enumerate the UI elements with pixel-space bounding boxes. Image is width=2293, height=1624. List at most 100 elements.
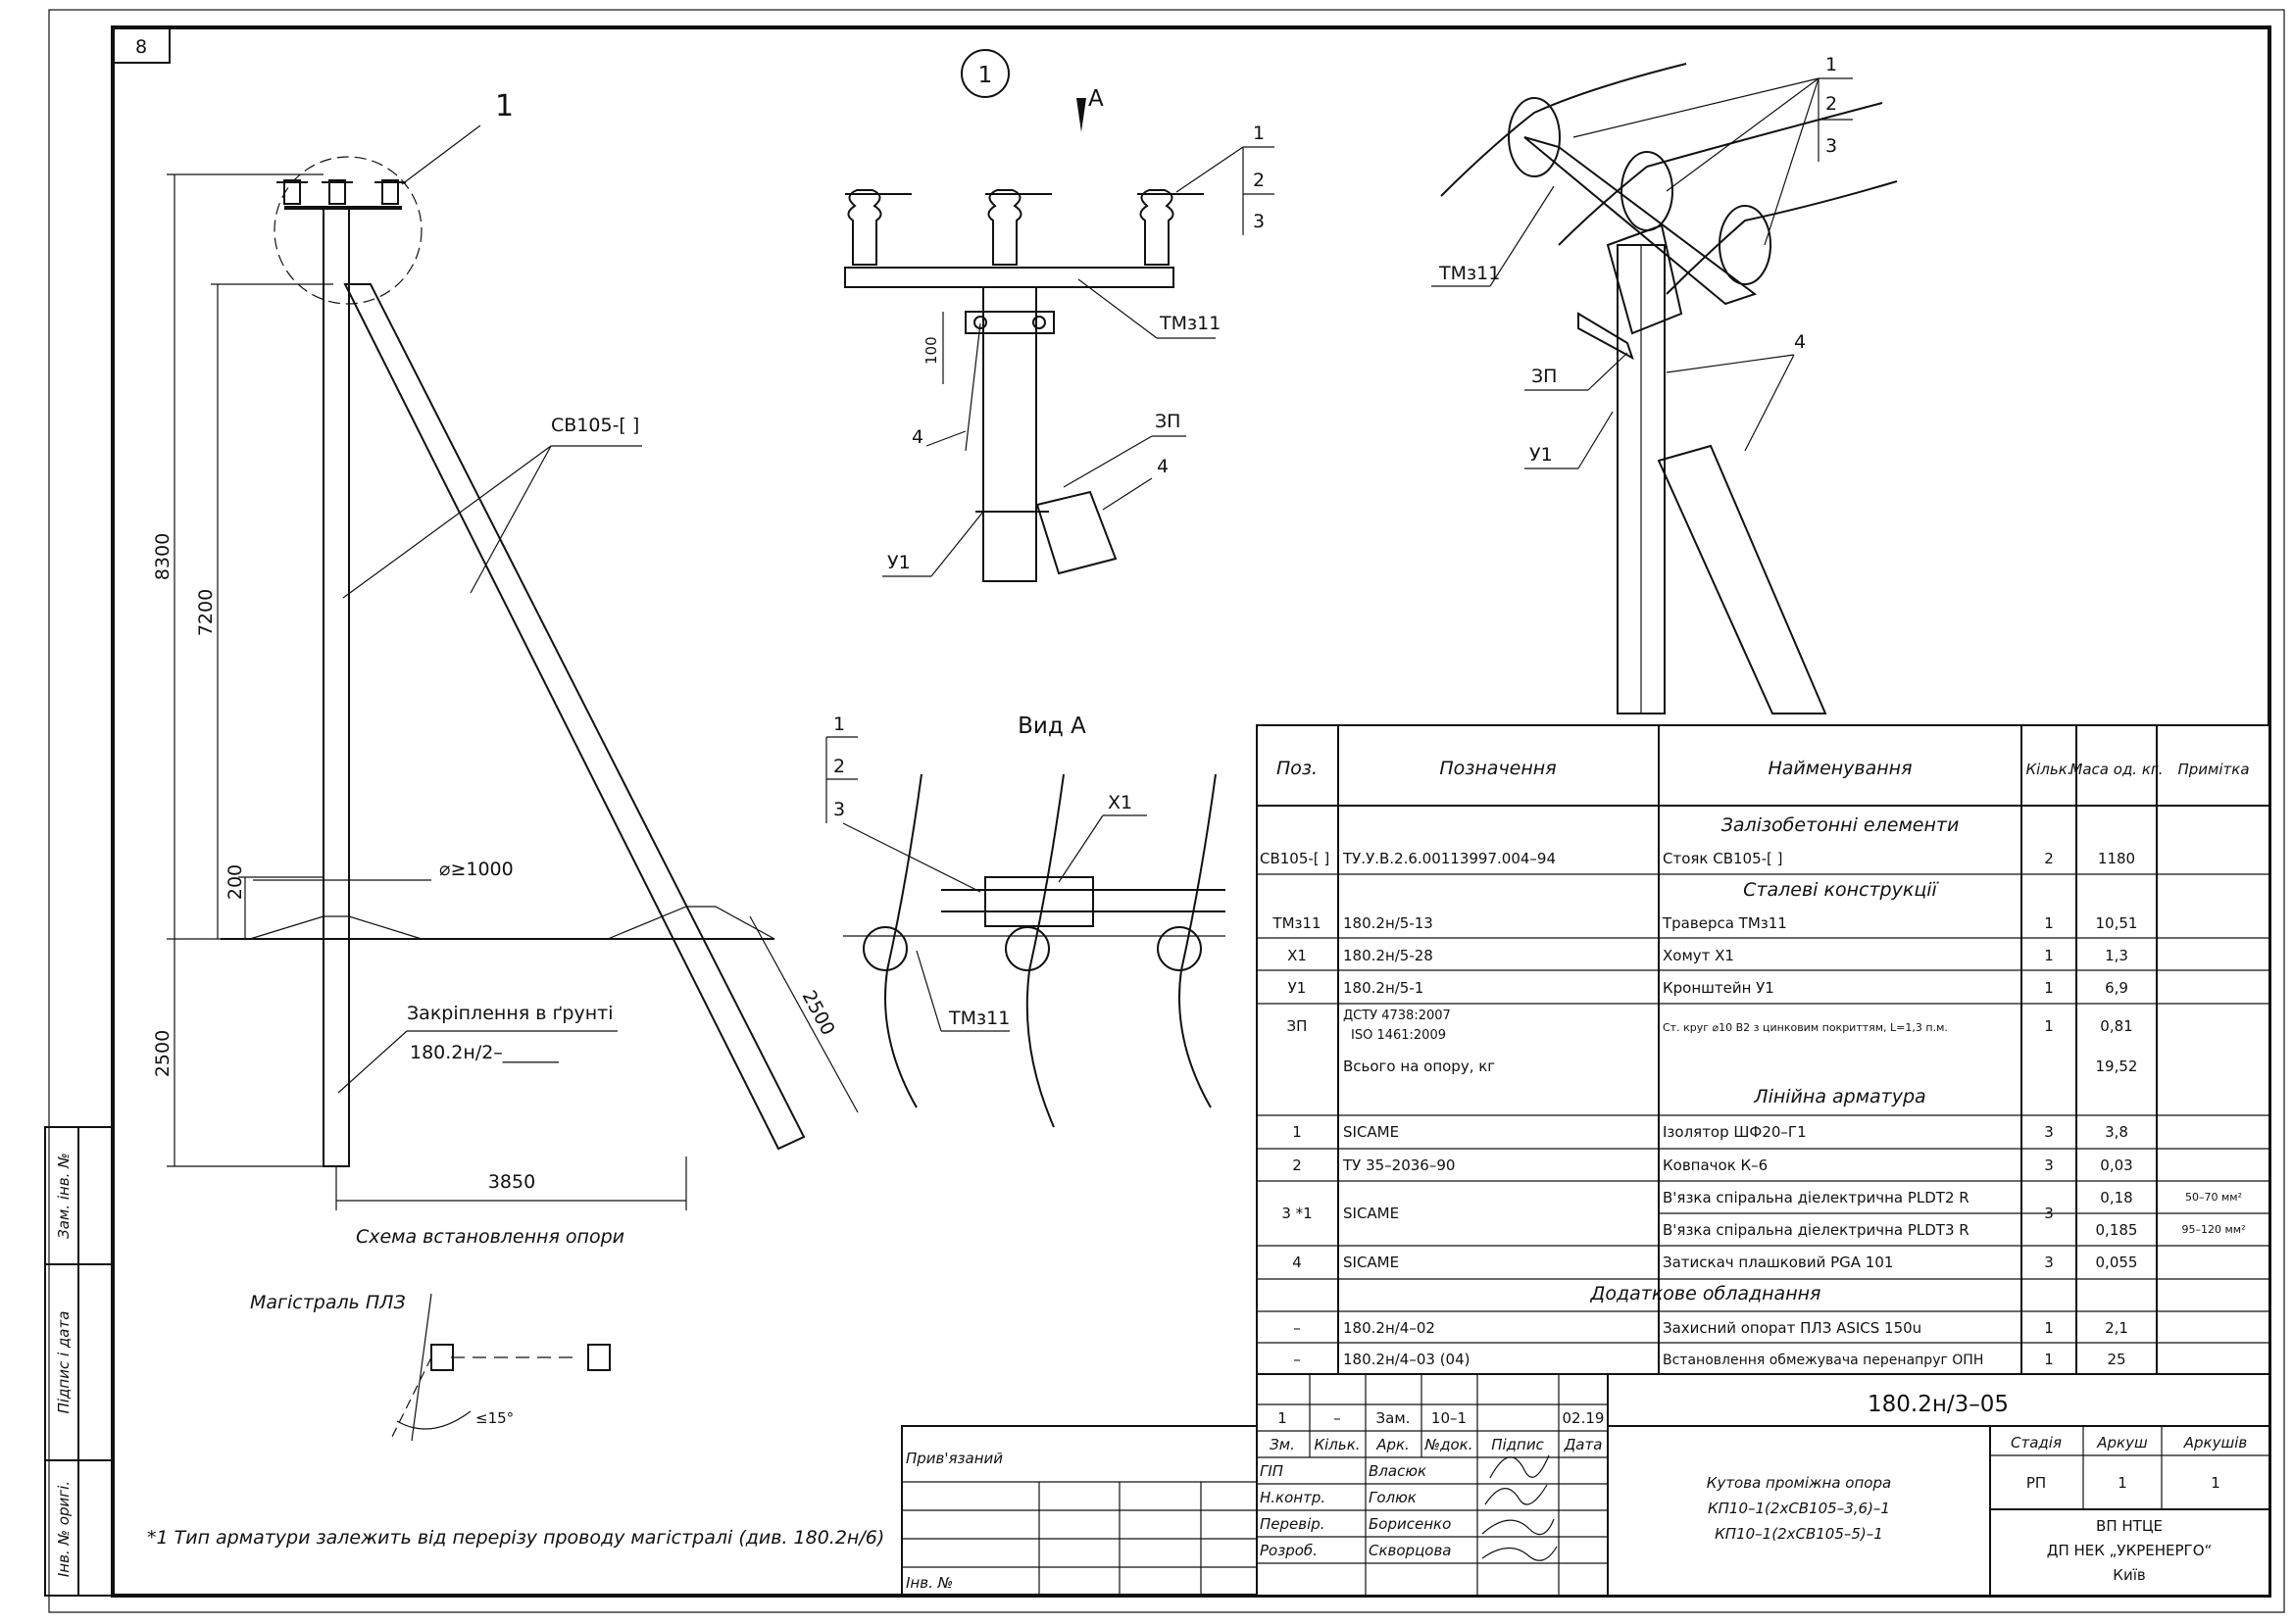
stamp-header-rev: Зм. <box>1270 1436 1295 1453</box>
sheets-header: Аркушів <box>2183 1434 2248 1452</box>
spec-row-6-code: SICAME <box>1343 1123 1399 1141</box>
spec-header-mass: Маса од. кг. <box>2069 761 2163 778</box>
spec-row-1-code: 180.2н/5-13 <box>1343 914 1433 932</box>
side-label-sign-date: Підпис і дата <box>55 1311 73 1414</box>
spec-row-2-name: Хомут Х1 <box>1663 947 1734 964</box>
detail-label-rod: ЗП <box>1155 411 1180 432</box>
spec-row-7-qty: 3 <box>2044 1156 2054 1174</box>
spec-row-11-pos: – <box>1293 1319 1301 1337</box>
spec-row-11-name: Захисний опорат ПЛЗ ASICS 150u <box>1663 1319 1921 1337</box>
spec-section-steel: Сталеві конструкції <box>1743 879 1939 901</box>
dim-2500-strut: 2500 <box>798 987 839 1039</box>
role-checked: Перевір. <box>1260 1515 1325 1533</box>
dim-2500-vertical: 2500 <box>152 1030 174 1077</box>
spec-row-6-mass: 3,8 <box>2105 1123 2128 1141</box>
spec-row-5-mass: 19,52 <box>2096 1058 2138 1075</box>
iso-label-traverse: ТМз11 <box>1438 263 1500 284</box>
spec-row-1-qty: 1 <box>2044 914 2054 932</box>
iso-label-clamp: 4 <box>1794 331 1806 353</box>
side-label-orig-inv: Інв. № оригі. <box>55 1481 73 1577</box>
spec-row-11-code: 180.2н/4–02 <box>1343 1319 1435 1337</box>
spec-row-8-note: 50–70 мм² <box>2185 1191 2242 1204</box>
name-checked: Борисенко <box>1369 1515 1451 1533</box>
spec-row-0-pos: СВ105-[ ] <box>1260 850 1329 867</box>
dim-7200: 7200 <box>195 589 217 636</box>
name-norm-control: Голюк <box>1369 1489 1417 1506</box>
sheet-value: 1 <box>2118 1474 2127 1492</box>
stamp-header-sign: Підпис <box>1491 1436 1544 1453</box>
spec-row-4-code: ДСТУ 4738:2007 <box>1343 1009 1451 1023</box>
spec-header-pos: Поз. <box>1276 758 1318 779</box>
tied-label: Прив'язаний <box>906 1450 1003 1467</box>
spec-row-1-pos: ТМз11 <box>1271 914 1321 932</box>
spec-row-12-qty: 1 <box>2044 1351 2054 1368</box>
view-a-label-3: 3 <box>833 799 845 820</box>
stage-value: РП <box>2026 1474 2046 1492</box>
angle-label: ≤15° <box>475 1409 514 1427</box>
detail-callout: 1 <box>978 63 993 88</box>
spec-row-4-qty: 1 <box>2044 1017 2054 1035</box>
name-chief-engineer: Власюк <box>1369 1462 1426 1480</box>
title-line-3: КП10–1(2хСВ105–5)–1 <box>1715 1525 1883 1543</box>
inv-label: Інв. № <box>906 1574 953 1592</box>
title-block: Прив'язаний Інв. № 1 – Зам. 10–1 02.19 <box>901 1373 2270 1597</box>
role-chief-engineer: ГІП <box>1260 1462 1283 1480</box>
detail-label-2: 2 <box>1253 170 1265 191</box>
detail-label-bracket: У1 <box>887 552 911 573</box>
change-qty-2: – <box>1333 1409 1341 1427</box>
role-norm-control: Н.контр. <box>1260 1489 1325 1506</box>
spec-header-qty: Кільк. <box>2025 761 2071 778</box>
detail-label-traverse: ТМз11 <box>1159 313 1221 334</box>
isometric-view: 1 2 3 ТМз11 4 ЗП У1 <box>1431 54 1898 714</box>
spec-row-0-mass: 1180 <box>2098 850 2135 867</box>
spec-row-3-qty: 1 <box>2044 979 2054 997</box>
stamp-header-date: Дата <box>1564 1436 1603 1453</box>
spec-row-9-name: В'язка спіральна діелектрична PLDT3 R <box>1663 1221 1969 1239</box>
spec-row-2-code: 180.2н/5-28 <box>1343 947 1433 964</box>
detail-label-clamp-a: 4 <box>912 426 923 448</box>
stamp-header-qty: Кільк. <box>1314 1436 1360 1453</box>
spec-row-11-mass: 2,1 <box>2105 1319 2128 1337</box>
spec-row-5-code: Всього на опору, кг <box>1343 1058 1495 1075</box>
scheme-callout: 1 <box>495 89 514 123</box>
view-a: Вид А 1 2 3 Х1 ТМз11 <box>825 714 1225 1128</box>
spec-row-0-qty: 2 <box>2044 850 2054 867</box>
spec-row-2-pos: Х1 <box>1287 947 1307 964</box>
spec-row-11-qty: 1 <box>2044 1319 2054 1337</box>
spec-row-12-mass: 25 <box>2107 1351 2125 1368</box>
spec-row-7-name: Ковпачок К–6 <box>1663 1156 1768 1174</box>
spec-row-10-name: Затискач плашковий PGA 101 <box>1663 1254 1893 1271</box>
detail-1: 1 A 100 1 2 3 ТМз11 ЗП <box>844 49 1274 582</box>
view-a-label-2: 2 <box>833 756 845 777</box>
side-label-replace-inv: Зам. інв. № <box>55 1153 73 1239</box>
detail-label-1: 1 <box>1253 123 1265 144</box>
spec-row-10-qty: 3 <box>2044 1254 2054 1271</box>
spec-section-concrete: Залізобетонні елементи <box>1721 814 1960 836</box>
iso-label-3: 3 <box>1825 135 1837 157</box>
detail-label-3: 3 <box>1253 211 1265 232</box>
change-date: 02.19 <box>1563 1409 1605 1427</box>
spec-row-12-code: 180.2н/4–03 (04) <box>1343 1351 1471 1368</box>
spec-row-2-qty: 1 <box>2044 947 2054 964</box>
spec-row-3-code: 180.2н/5-1 <box>1343 979 1423 997</box>
spec-row-4-mass: 0,81 <box>2100 1017 2132 1035</box>
view-a-title: Вид А <box>1018 714 1086 739</box>
spec-row-4-name: Ст. круг ⌀10 В2 з цинковим покриттям, L=… <box>1663 1021 1948 1034</box>
iso-label-1: 1 <box>1825 54 1837 75</box>
title-line-1: Кутова проміжна опора <box>1707 1474 1891 1492</box>
org-line-1: ВП НТЦЕ <box>2096 1517 2163 1535</box>
spec-row-7-pos: 2 <box>1292 1156 1302 1174</box>
stamp-header-doc: №док. <box>1424 1436 1473 1453</box>
scheme-caption: Схема встановлення опори <box>356 1226 624 1248</box>
spec-row-10-pos: 4 <box>1292 1254 1302 1271</box>
sheet-header: Аркуш <box>2096 1434 2148 1452</box>
dim-8300: 8300 <box>152 533 174 580</box>
stage-header: Стадія <box>2011 1434 2062 1452</box>
view-a-label-1: 1 <box>833 714 845 735</box>
spec-row-6-qty: 3 <box>2044 1123 2054 1141</box>
spec-header-name: Найменування <box>1768 758 1912 779</box>
spec-row-0-code: ТУ.У.В.2.6.00113997.004–94 <box>1342 850 1556 867</box>
spec-row-1-mass: 10,51 <box>2096 914 2138 932</box>
